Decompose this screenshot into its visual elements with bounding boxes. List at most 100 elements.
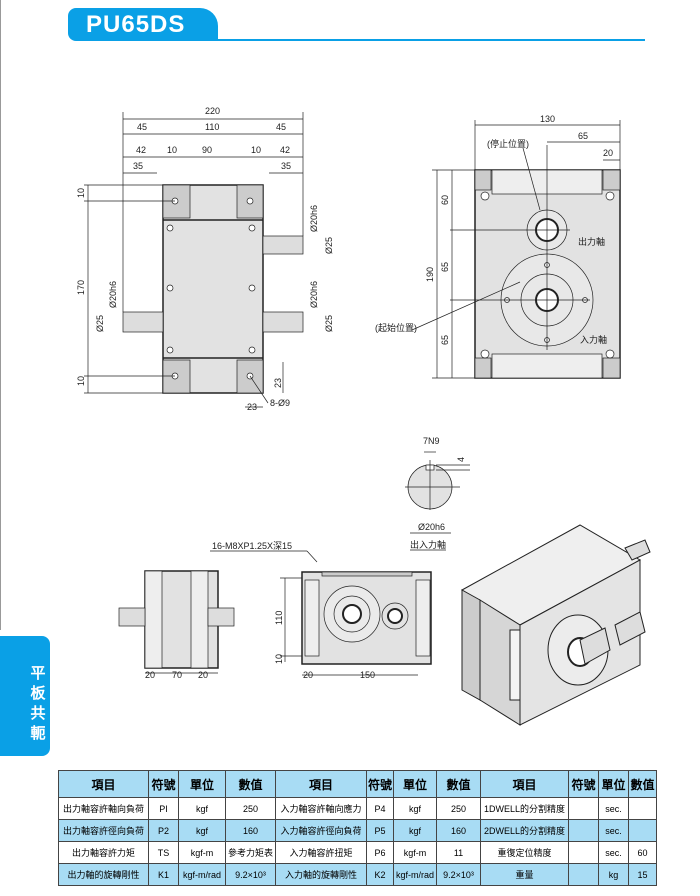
dimension-label: (起始位置) [375,322,417,333]
dimension-label: 42 [280,145,290,155]
table-cell: P2 [148,819,179,842]
top-view [210,550,432,676]
table-cell: 250 [225,797,276,820]
bottom-view-dimensions: 16-M8XP1.25X深15 110 10 20 70 20 20 150 [145,541,375,680]
table-cell: 入力軸的旋轉剛性 [275,863,367,886]
column-header: 單位 [598,770,629,798]
dimension-label: 150 [360,670,375,680]
dimension-label: 20 [145,670,155,680]
table-cell [628,819,657,842]
dimension-label: 35 [133,161,143,171]
table-cell: kg [598,863,629,886]
table-cell: kgf-m [393,841,437,864]
dimension-label: 70 [172,670,182,680]
table-cell: 入力軸容許徑向負荷 [275,819,367,842]
table-cell: 160 [225,819,276,842]
dimension-label: 130 [540,114,555,124]
table-cell: kgf-m/rad [393,863,437,886]
dimension-label: 出力軸 [578,236,605,247]
dimension-label: 10 [76,188,86,198]
isometric-view [460,524,651,726]
dimension-label: 90 [202,145,212,155]
table-cell: kgf [393,797,437,820]
dimension-label: Ø20h6 [108,281,118,308]
dimension-label: 20 [603,148,613,158]
dimension-label: 10 [76,376,86,386]
title-rule [218,39,645,41]
table-cell: 出力軸容許徑向負荷 [58,819,149,842]
table-cell: kgf-m [178,841,226,864]
dimension-label: Ø20h6 [309,205,319,232]
column-header: 數值 [436,770,481,798]
table-cell [628,797,657,820]
dimension-label: 出入力軸 [410,539,446,550]
dimension-label: 65 [578,131,588,141]
table-cell: 2DWELL的分割精度 [480,819,569,842]
model-title: PU65DS [68,8,218,41]
side-view [411,120,621,379]
technical-drawings: 220 45 110 45 42 10 90 10 42 35 35 10 17… [76,106,651,726]
column-header: 項目 [275,770,367,798]
table-cell: 出力軸容許軸向負荷 [58,797,149,820]
table-cell: kgf [178,797,226,820]
column-header: 符號 [148,770,179,798]
dimension-label: 110 [274,611,284,625]
column-header: 項目 [480,770,569,798]
dimension-label: Ø20h6 [418,522,445,532]
column-header: 符號 [568,770,599,798]
side-view-dimensions: 130 65 20 190 60 65 65 (停止位置) (起始位置) 出力軸… [375,114,613,345]
dimension-label: Ø25 [95,315,105,332]
dimension-label: 65 [440,335,450,345]
dimension-label: 60 [440,195,450,205]
front-view [84,112,304,408]
table-cell: 60 [628,841,657,864]
column-header: 項目 [58,770,149,798]
table-cell: sec. [598,841,629,864]
dimension-label: 23 [247,402,257,412]
table-cell [568,797,599,820]
dimension-label: 23 [273,378,283,388]
dimension-label: 10 [251,145,261,155]
dimension-label: 10 [274,654,284,664]
table-cell: K1 [148,863,179,886]
table-cell: 入力軸容許軸向應力 [275,797,367,820]
table-cell: 9.2×10³ [436,863,481,886]
dimension-label: (停止位置) [487,138,529,149]
spec-table: 項目 符號 單位 數值 項目 符號 單位 數值 項目 符號 單位 數值 出力軸容… [58,770,657,886]
table-cell: 入力軸容許扭矩 [275,841,367,864]
table-cell: 1DWELL的分割精度 [480,797,569,820]
category-char: 平 [30,665,46,682]
dimension-label: 16-M8XP1.25X深15 [212,541,292,551]
category-tab: 平 板 共 軛 [0,636,50,756]
table-cell: P4 [366,797,394,820]
dimension-label: 220 [205,106,220,116]
dimension-label: 8-Ø9 [270,398,290,408]
dimension-label: 45 [137,122,147,132]
category-char: 軛 [30,725,46,742]
dimension-label: 入力軸 [580,334,607,345]
table-cell: 250 [436,797,481,820]
table-cell: sec. [598,819,629,842]
dimension-label: 45 [276,122,286,132]
table-cell: 參考力矩表 [225,841,276,864]
table-cell [568,841,599,864]
dimension-label: 190 [425,267,435,282]
table-cell: K2 [366,863,394,886]
dimension-label: 42 [136,145,146,155]
table-cell: 160 [436,819,481,842]
table-cell: kgf [178,819,226,842]
column-header: 數值 [628,770,657,798]
table-cell: PI [148,797,179,820]
table-cell: kgf-m/rad [178,863,226,886]
shaft-section-labels: 7N9 4 Ø20h6 出入力軸 [410,436,466,550]
dimension-label: 35 [281,161,291,171]
dimension-label: 10 [167,145,177,155]
table-cell [568,863,599,886]
table-cell [568,819,599,842]
dimension-label: 65 [440,262,450,272]
table-cell: 出力軸的旋轉剛性 [58,863,149,886]
column-header: 數值 [225,770,276,798]
table-cell: P6 [366,841,394,864]
column-header: 單位 [393,770,437,798]
